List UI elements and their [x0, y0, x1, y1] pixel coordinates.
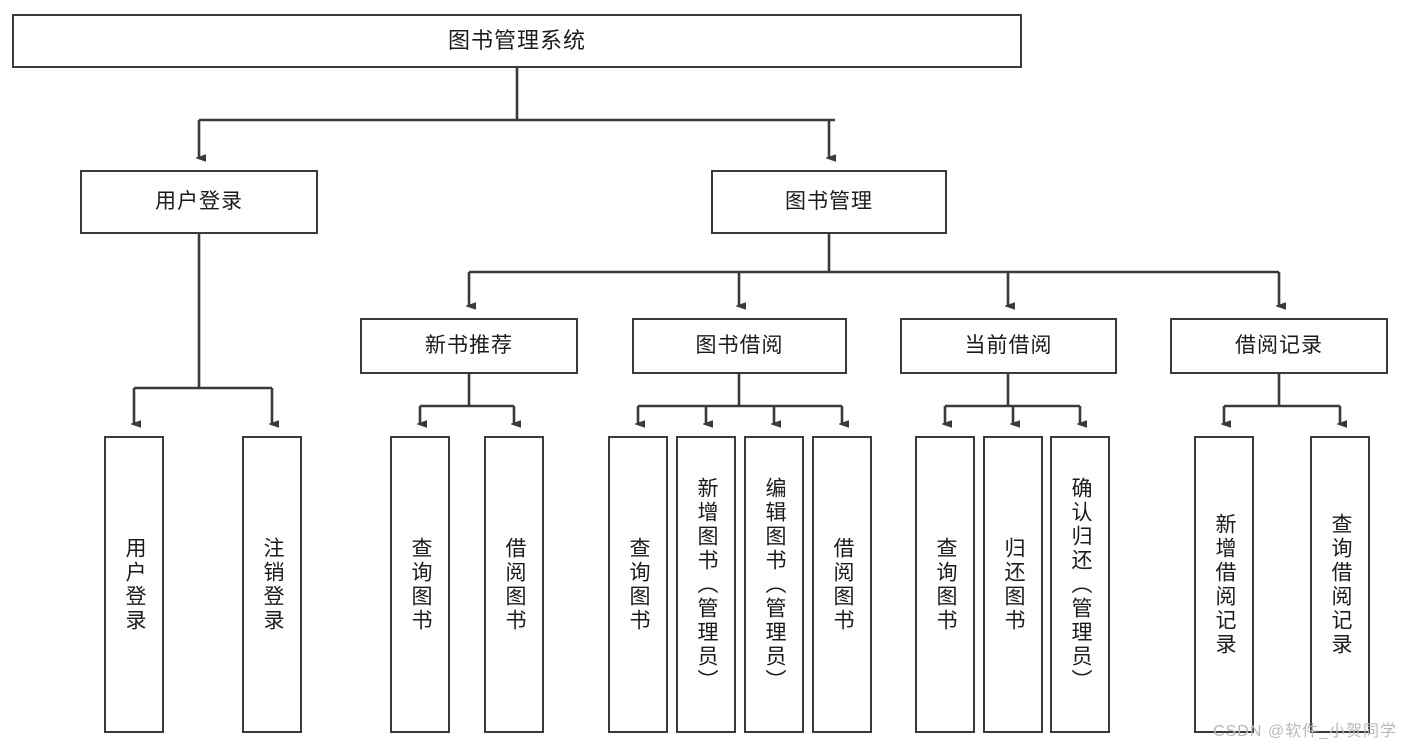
node-label: 新书推荐 [425, 334, 513, 358]
node-label: 查询图书 [934, 536, 958, 633]
node-leaf-user-logout[interactable]: 注销登录 [242, 436, 302, 733]
node-label: 注销登录 [261, 536, 285, 633]
node-leaf-borrow-edit[interactable]: 编辑图书（管理员） [744, 436, 804, 733]
node-label: 图书管理 [785, 190, 873, 214]
node-label: 确认归还（管理员） [1069, 476, 1093, 693]
node-label: 借阅图书 [503, 536, 527, 633]
node-current-borrow[interactable]: 当前借阅 [900, 318, 1117, 374]
node-label: 借阅图书 [831, 536, 855, 633]
node-leaf-user-login[interactable]: 用户登录 [104, 436, 164, 733]
node-label: 新增借阅记录 [1213, 512, 1237, 657]
node-book-manage[interactable]: 图书管理 [711, 170, 947, 234]
node-label: 图书借阅 [695, 334, 784, 358]
node-book-borrow[interactable]: 图书借阅 [632, 318, 847, 374]
node-label: 编辑图书（管理员） [763, 476, 787, 693]
node-leaf-borrow-query[interactable]: 查询图书 [608, 436, 668, 733]
node-leaf-rec-borrow[interactable]: 借阅图书 [484, 436, 544, 733]
node-new-book-rec[interactable]: 新书推荐 [360, 318, 578, 374]
node-root-system[interactable]: 图书管理系统 [12, 14, 1022, 68]
node-label: 新增图书（管理员） [695, 476, 719, 693]
node-label: 用户登录 [155, 190, 243, 214]
node-label: 当前借阅 [964, 334, 1053, 358]
node-borrow-record[interactable]: 借阅记录 [1170, 318, 1388, 374]
node-leaf-cur-confirm[interactable]: 确认归还（管理员） [1050, 436, 1110, 733]
node-leaf-borrow-lend[interactable]: 借阅图书 [812, 436, 872, 733]
node-label: 图书管理系统 [447, 27, 586, 53]
node-label: 查询图书 [627, 536, 651, 633]
node-label: 借阅记录 [1235, 334, 1323, 358]
node-leaf-rec-search[interactable]: 查询借阅记录 [1310, 436, 1370, 733]
node-leaf-rec-query[interactable]: 查询图书 [390, 436, 450, 733]
node-leaf-rec-add[interactable]: 新增借阅记录 [1194, 436, 1254, 733]
node-leaf-cur-query[interactable]: 查询图书 [915, 436, 975, 733]
node-user-login[interactable]: 用户登录 [80, 170, 318, 234]
node-label: 查询图书 [409, 536, 433, 633]
node-leaf-borrow-add[interactable]: 新增图书（管理员） [676, 436, 736, 733]
node-label: 用户登录 [123, 536, 147, 633]
node-label: 查询借阅记录 [1329, 512, 1353, 657]
node-label: 归还图书 [1002, 536, 1026, 633]
node-leaf-cur-return[interactable]: 归还图书 [983, 436, 1043, 733]
